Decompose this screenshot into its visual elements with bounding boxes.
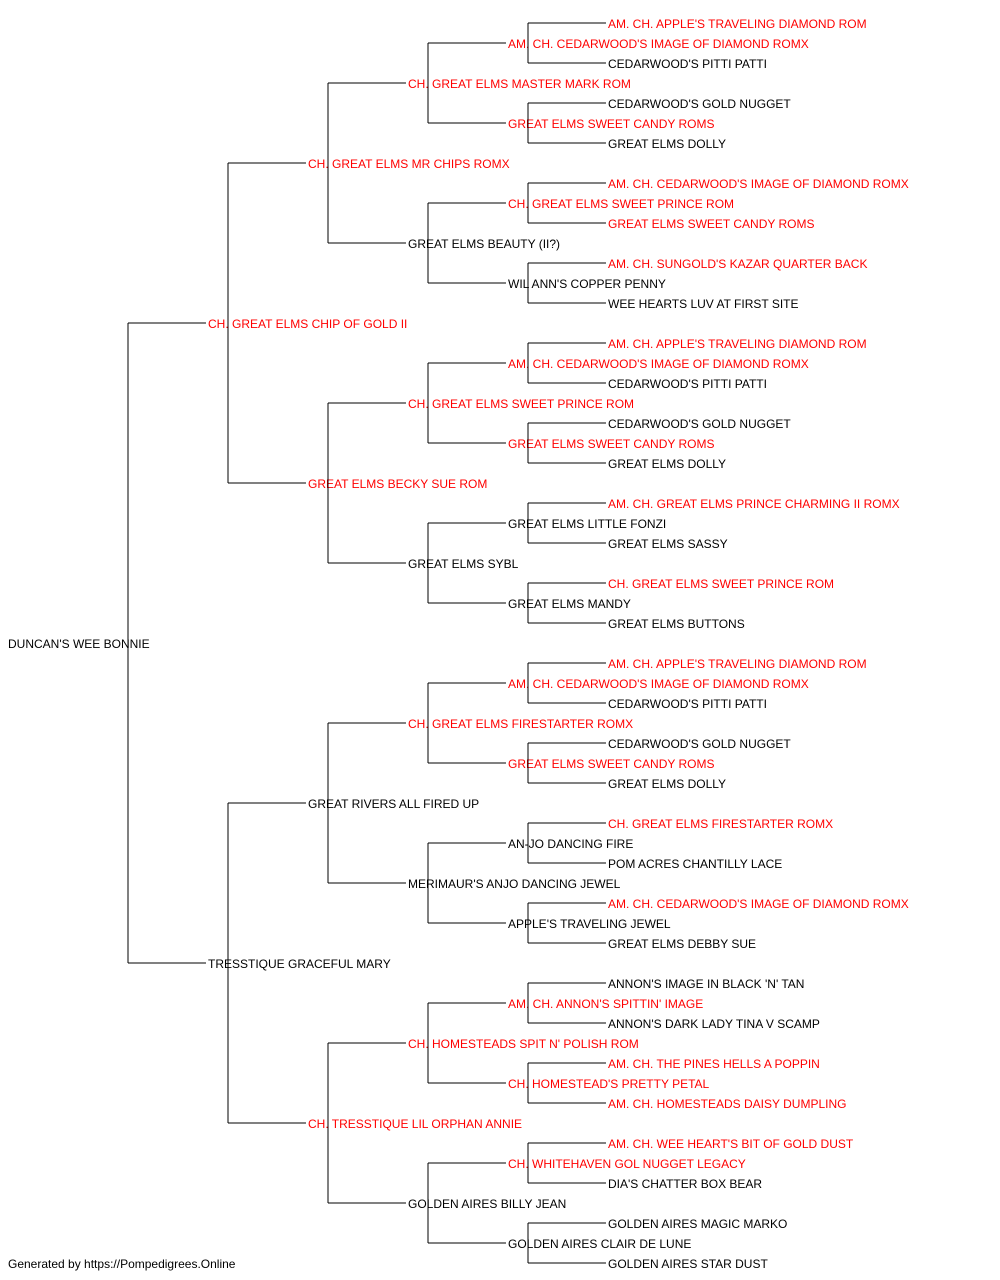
dog-name-gen5: AM. CH. THE PINES HELLS A POPPIN bbox=[608, 1057, 820, 1071]
dog-name-gen5: GREAT ELMS DOLLY bbox=[608, 457, 726, 471]
dog-name-gen5: CEDARWOOD'S PITTI PATTI bbox=[608, 377, 767, 391]
dog-name-gen4: CH. GREAT ELMS SWEET PRINCE ROM bbox=[508, 197, 734, 211]
dog-name-gen5: AM. CH. APPLE'S TRAVELING DIAMOND ROM bbox=[608, 17, 867, 31]
dog-name-gen5: GOLDEN AIRES MAGIC MARKO bbox=[608, 1217, 787, 1231]
dog-name-gen5: AM. CH. APPLE'S TRAVELING DIAMOND ROM bbox=[608, 337, 867, 351]
dog-name-gen5: AM. CH. SUNGOLD'S KAZAR QUARTER BACK bbox=[608, 257, 867, 271]
footer-credit: Generated by https://Pompedigrees.Online bbox=[8, 1257, 236, 1271]
dog-name-gen5: CEDARWOOD'S GOLD NUGGET bbox=[608, 737, 791, 751]
dog-name-gen5: AM. CH. HOMESTEADS DAISY DUMPLING bbox=[608, 1097, 846, 1111]
dog-name-gen4: WIL ANN'S COPPER PENNY bbox=[508, 277, 666, 291]
dog-name-gen1: TRESSTIQUE GRACEFUL MARY bbox=[208, 957, 391, 971]
dog-name-gen4: GREAT ELMS SWEET CANDY ROMS bbox=[508, 117, 714, 131]
dog-name-gen3: CH. GREAT ELMS MASTER MARK ROM bbox=[408, 77, 631, 91]
dog-name-gen1: CH. GREAT ELMS CHIP OF GOLD II bbox=[208, 317, 407, 331]
dog-name-gen5: CH. GREAT ELMS SWEET PRINCE ROM bbox=[608, 577, 834, 591]
dog-name-gen5: AM. CH. APPLE'S TRAVELING DIAMOND ROM bbox=[608, 657, 867, 671]
dog-name-gen4: GREAT ELMS LITTLE FONZI bbox=[508, 517, 666, 531]
dog-name-gen3: GREAT ELMS BEAUTY (II?) bbox=[408, 237, 560, 251]
dog-name-gen4: GOLDEN AIRES CLAIR DE LUNE bbox=[508, 1237, 691, 1251]
dog-name-gen5: GREAT ELMS DEBBY SUE bbox=[608, 937, 756, 951]
dog-name-gen5: GREAT ELMS DOLLY bbox=[608, 777, 726, 791]
dog-name-gen5: GREAT ELMS SWEET CANDY ROMS bbox=[608, 217, 814, 231]
dog-name-gen0: DUNCAN'S WEE BONNIE bbox=[8, 637, 150, 651]
dog-name-gen5: CH. GREAT ELMS FIRESTARTER ROMX bbox=[608, 817, 833, 831]
dog-name-gen5: AM. CH. CEDARWOOD'S IMAGE OF DIAMOND ROM… bbox=[608, 897, 909, 911]
dog-name-gen5: GREAT ELMS BUTTONS bbox=[608, 617, 745, 631]
dog-name-gen3: CH. HOMESTEADS SPIT N' POLISH ROM bbox=[408, 1037, 639, 1051]
dog-name-gen5: GOLDEN AIRES STAR DUST bbox=[608, 1257, 768, 1271]
dog-name-gen4: AN-JO DANCING FIRE bbox=[508, 837, 633, 851]
dog-name-gen5: CEDARWOOD'S GOLD NUGGET bbox=[608, 97, 791, 111]
dog-name-gen4: GREAT ELMS SWEET CANDY ROMS bbox=[508, 437, 714, 451]
dog-name-gen4: APPLE'S TRAVELING JEWEL bbox=[508, 917, 671, 931]
dog-name-gen5: POM ACRES CHANTILLY LACE bbox=[608, 857, 782, 871]
dog-name-gen5: WEE HEARTS LUV AT FIRST SITE bbox=[608, 297, 799, 311]
dog-name-gen3: CH. GREAT ELMS SWEET PRINCE ROM bbox=[408, 397, 634, 411]
dog-name-gen2: CH. GREAT ELMS MR CHIPS ROMX bbox=[308, 157, 510, 171]
dog-name-gen5: AM. CH. WEE HEART'S BIT OF GOLD DUST bbox=[608, 1137, 854, 1151]
dog-name-gen4: CH. HOMESTEAD'S PRETTY PETAL bbox=[508, 1077, 710, 1091]
dog-name-gen3: CH. GREAT ELMS FIRESTARTER ROMX bbox=[408, 717, 633, 731]
dog-name-gen4: CH. WHITEHAVEN GOL NUGGET LEGACY bbox=[508, 1157, 746, 1171]
dog-name-gen2: CH. TRESSTIQUE LIL ORPHAN ANNIE bbox=[308, 1117, 522, 1131]
dog-name-gen2: GREAT RIVERS ALL FIRED UP bbox=[308, 797, 479, 811]
dog-name-gen5: AM. CH. CEDARWOOD'S IMAGE OF DIAMOND ROM… bbox=[608, 177, 909, 191]
dog-name-gen4: AM. CH. CEDARWOOD'S IMAGE OF DIAMOND ROM… bbox=[508, 37, 809, 51]
dog-name-gen2: GREAT ELMS BECKY SUE ROM bbox=[308, 477, 487, 491]
dog-name-gen3: GREAT ELMS SYBL bbox=[408, 557, 519, 571]
dog-name-gen4: AM. CH. CEDARWOOD'S IMAGE OF DIAMOND ROM… bbox=[508, 357, 809, 371]
dog-name-gen5: CEDARWOOD'S PITTI PATTI bbox=[608, 697, 767, 711]
dog-name-gen5: CEDARWOOD'S PITTI PATTI bbox=[608, 57, 767, 71]
dog-name-gen5: GREAT ELMS SASSY bbox=[608, 537, 728, 551]
dog-name-gen5: AM. CH. GREAT ELMS PRINCE CHARMING II RO… bbox=[608, 497, 900, 511]
dog-name-gen4: AM. CH. ANNON'S SPITTIN' IMAGE bbox=[508, 997, 703, 1011]
dog-name-gen5: GREAT ELMS DOLLY bbox=[608, 137, 726, 151]
dog-name-gen4: AM. CH. CEDARWOOD'S IMAGE OF DIAMOND ROM… bbox=[508, 677, 809, 691]
dog-name-gen5: DIA'S CHATTER BOX BEAR bbox=[608, 1177, 762, 1191]
dog-name-gen3: GOLDEN AIRES BILLY JEAN bbox=[408, 1197, 566, 1211]
dog-name-gen4: GREAT ELMS MANDY bbox=[508, 597, 631, 611]
dog-name-gen5: ANNON'S DARK LADY TINA V SCAMP bbox=[608, 1017, 820, 1031]
dog-name-gen3: MERIMAUR'S ANJO DANCING JEWEL bbox=[408, 877, 621, 891]
dog-name-gen5: CEDARWOOD'S GOLD NUGGET bbox=[608, 417, 791, 431]
dog-name-gen4: GREAT ELMS SWEET CANDY ROMS bbox=[508, 757, 714, 771]
dog-name-gen5: ANNON'S IMAGE IN BLACK 'N' TAN bbox=[608, 977, 804, 991]
